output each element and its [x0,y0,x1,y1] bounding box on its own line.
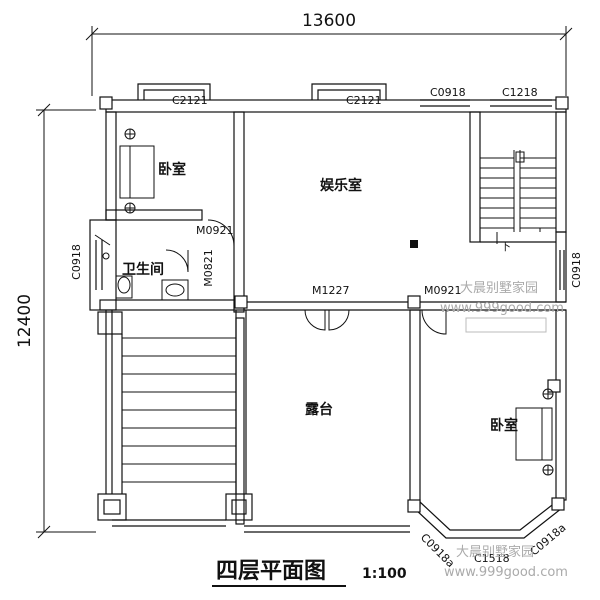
width-dimension-label: 13600 [302,11,356,31]
column-marker [410,240,418,248]
walls [89,83,569,539]
plan-title: 四层平面图 [216,559,326,584]
watermark-stamp [465,317,547,333]
dimension-lines [36,26,573,539]
watermark-cn-lower: 大晨别墅家园 [456,544,534,560]
door-label-bedroom: M0921 [196,224,234,237]
watermark-cn-upper: 大晨别墅家园 [460,280,538,296]
doors [94,219,447,335]
window-label-top-c0918: C0918 [430,86,466,99]
bed-nw [119,128,155,214]
room-label-bathroom: 卫生间 [122,261,164,278]
watermark-url-upper: www.999good.com [440,301,564,316]
window-label-top-left: C2121 [172,94,208,107]
window-label-top-c1218: C1218 [502,86,538,99]
window-label-left: C0918 [70,244,83,280]
door-label-bathroom: M0821 [202,249,215,287]
height-dimension-label: 12400 [15,294,35,348]
indoor-stair [480,150,556,244]
watermark-url-lower: www.999good.com [444,565,568,580]
outdoor-stair [122,337,236,483]
bed-se [515,388,554,476]
room-label-terrace: 露台 [305,401,333,418]
room-label-bedroom-nw: 卧室 [158,161,186,178]
stair-down-mark: 下 [500,240,511,253]
room-label-bedroom-se: 卧室 [490,417,518,434]
window-label-top-mid: C2121 [346,94,382,107]
plan-scale: 1:100 [362,566,407,582]
room-label-entertainment: 娱乐室 [320,177,362,194]
window-label-right: C0918 [570,252,583,288]
window-label-bay-mid: C1518 [474,552,510,565]
bathroom-fixtures [102,252,189,301]
door-label-east: M0921 [424,284,462,297]
door-label-terrace: M1227 [312,284,350,297]
